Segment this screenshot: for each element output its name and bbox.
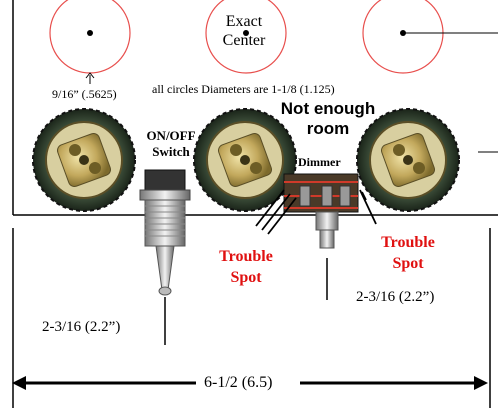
dimmer-label: Dimmer (298, 155, 341, 169)
dimension-left-label: 2-3/16 (2.2”) (42, 319, 121, 335)
trouble-right-line2: Spot (392, 255, 424, 272)
trouble-pointer-left (255, 189, 297, 235)
hole-circle-left (49, 0, 131, 74)
exact-center-line1: Exact (225, 13, 263, 30)
trouble-spot-left-label: Trouble Spot (206, 246, 286, 288)
switch-line2: Switch (152, 144, 190, 159)
hole-circle-center (205, 0, 287, 74)
socket-center (193, 108, 297, 212)
trouble-left-line2: Spot (230, 269, 262, 286)
dimmer-unit (283, 173, 359, 300)
socket-right (356, 108, 460, 212)
hole-center-left (87, 30, 93, 36)
trouble-pointer-right (359, 189, 377, 225)
trouble-left-line1: Trouble (219, 248, 273, 265)
hole-size-arrow (85, 72, 95, 84)
panel-outline (12, 0, 498, 216)
circle-diameter-label: all circles Diameters are 1-1/8 (1.125) (152, 82, 335, 96)
socket-left (32, 108, 136, 212)
switch-line1: ON/OFF (146, 128, 196, 143)
not-enough-room-label: Not enough room (270, 99, 386, 139)
dimension-right-label: 2-3/16 (2.2”) (356, 289, 435, 305)
trouble-right-line1: Trouble (381, 234, 435, 251)
dimension-total-label: 6-1/2 (6.5) (204, 374, 273, 391)
trouble-spot-right-label: Trouble Spot (368, 232, 448, 274)
hole-circle-right (362, 0, 444, 74)
hole-center-middle (243, 30, 249, 36)
exact-center-line2: Center (222, 32, 266, 49)
hole-size-label: 9/16” (.5625) (52, 87, 117, 101)
switch-label: ON/OFF Switch (132, 128, 210, 160)
exact-center-label: Exact Center (204, 12, 284, 50)
not-enough-line1: Not enough (280, 99, 376, 118)
total-width-arrow (12, 376, 488, 390)
not-enough-line2: room (306, 119, 350, 138)
toggle-switch (139, 169, 191, 345)
